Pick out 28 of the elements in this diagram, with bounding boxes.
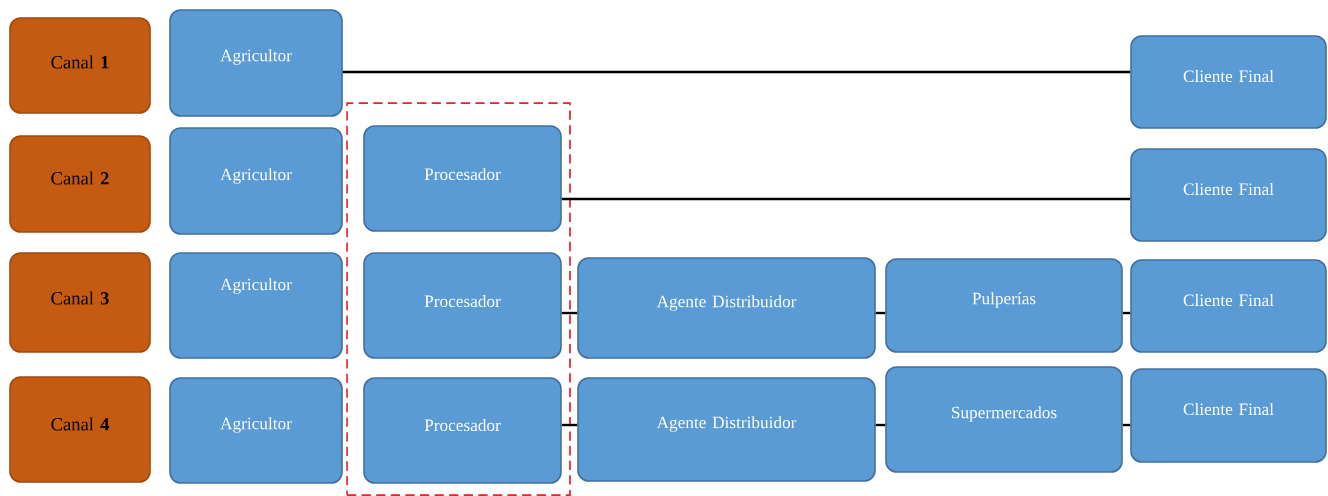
process-box: Agente Distribuidor — [577, 257, 876, 359]
channel-box: Canal 2 — [9, 135, 151, 233]
connector-line — [875, 311, 886, 315]
process-box: Agente Distribuidor — [577, 377, 876, 482]
process-box: Procesador — [363, 125, 562, 232]
connector-line — [561, 311, 578, 315]
process-box: Agricultor — [169, 377, 343, 484]
process-box: Cliente Final — [1130, 35, 1327, 129]
connector-line — [1122, 423, 1131, 427]
process-box: Cliente Final — [1130, 259, 1327, 353]
connector-line — [875, 423, 886, 427]
connector-line — [561, 423, 578, 427]
process-box: Agricultor — [169, 127, 343, 235]
channel-box: Canal 1 — [9, 17, 151, 114]
process-box: Agricultor — [169, 9, 343, 117]
process-box: Pulperías — [885, 258, 1123, 353]
process-box: Agricultor — [169, 252, 343, 359]
process-box: Procesador — [363, 252, 562, 359]
process-box: Supermercados — [885, 366, 1123, 473]
process-box: Cliente Final — [1130, 148, 1327, 242]
channel-box: Canal 4 — [9, 376, 151, 483]
connector-line — [1122, 311, 1131, 315]
process-box: Procesador — [363, 377, 562, 484]
process-box: Cliente Final — [1130, 368, 1327, 463]
dashed-group-box — [346, 102, 571, 496]
connector-line — [342, 70, 1131, 74]
channel-box: Canal 3 — [9, 252, 151, 353]
connector-line — [561, 197, 1131, 201]
